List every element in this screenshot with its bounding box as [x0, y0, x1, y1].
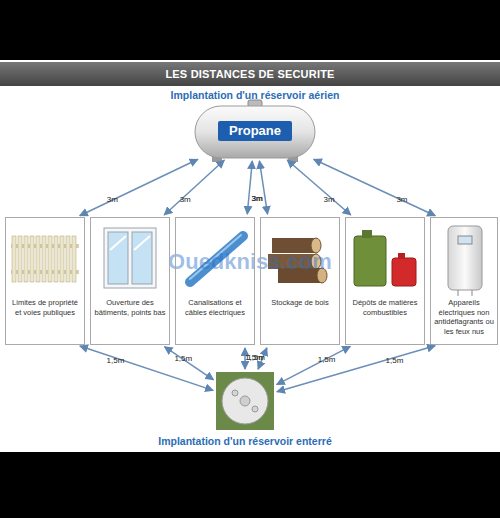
- distance-label: 3m: [396, 195, 407, 204]
- distance-arrow: [164, 160, 224, 215]
- distance-label: 1,5m: [107, 355, 125, 364]
- hazard-label: Limites de propriété et voies publiques: [9, 298, 81, 317]
- propane-tank: [195, 100, 315, 162]
- distance-arrow: [277, 346, 435, 392]
- distance-arrow: [287, 160, 350, 215]
- title-band: [0, 62, 500, 86]
- hazard-label: Appareils électriques non antidéflagrant…: [434, 298, 494, 336]
- hazard-box: Dépôts de matières combustibles: [345, 217, 425, 345]
- distance-label: 1,5m: [174, 354, 192, 363]
- distance-label: 3m: [251, 194, 262, 203]
- watermark: Ouedkniss.com: [168, 249, 332, 275]
- aerial-tank: Implantation d'un réservoir aérienPropan…: [195, 106, 315, 158]
- buried-tank: Implantation d'un réservoir enterré: [216, 372, 274, 430]
- diagram-title: LES DISTANCES DE SECURITE: [0, 62, 500, 86]
- distance-arrow: [80, 159, 198, 215]
- hazard-label: Stockage de bois: [264, 298, 336, 308]
- hazard-label: Dépôts de matières combustibles: [349, 298, 421, 317]
- hazard-box: Ouverture des bâtiments, points bas: [90, 217, 170, 345]
- distance-arrow: [314, 159, 436, 215]
- tank-label: Propane: [218, 121, 292, 141]
- white-panel: [0, 60, 500, 452]
- distance-label: 1,5m: [386, 356, 404, 365]
- distance-arrow: [164, 347, 213, 380]
- tank-heading: Implantation d'un réservoir enterré: [158, 435, 331, 447]
- window-illustration: [104, 228, 156, 288]
- distance-arrow: [277, 346, 351, 384]
- distance-label: 1,5m: [247, 353, 265, 362]
- distance-label: 1,5m: [318, 355, 336, 364]
- buried-tank-lid: [216, 372, 274, 430]
- hazard-box: Stockage de bois: [260, 217, 340, 345]
- hazard-label: Canalisations et câbles électriques: [179, 298, 251, 317]
- distance-label: 3m: [323, 195, 334, 204]
- distance-arrow: [247, 161, 252, 214]
- hazard-label: Ouverture des bâtiments, points bas: [94, 298, 166, 317]
- hazard-box: Canalisations et câbles électriques: [175, 217, 255, 345]
- distance-arrow: [80, 346, 213, 390]
- fence-illustration: [11, 236, 79, 282]
- distance-label: 3m: [107, 195, 118, 204]
- hazard-box: Appareils électriques non antidéflagrant…: [430, 217, 498, 345]
- water-heater-illustration: [448, 226, 482, 296]
- distance-label: 3m: [180, 194, 191, 203]
- hazard-box: Limites de propriété et voies publiques: [5, 217, 85, 345]
- distance-arrow: [259, 161, 267, 214]
- tank-heading: Implantation d'un réservoir aérien: [171, 89, 340, 101]
- fuel-cans-illustration: [354, 230, 416, 286]
